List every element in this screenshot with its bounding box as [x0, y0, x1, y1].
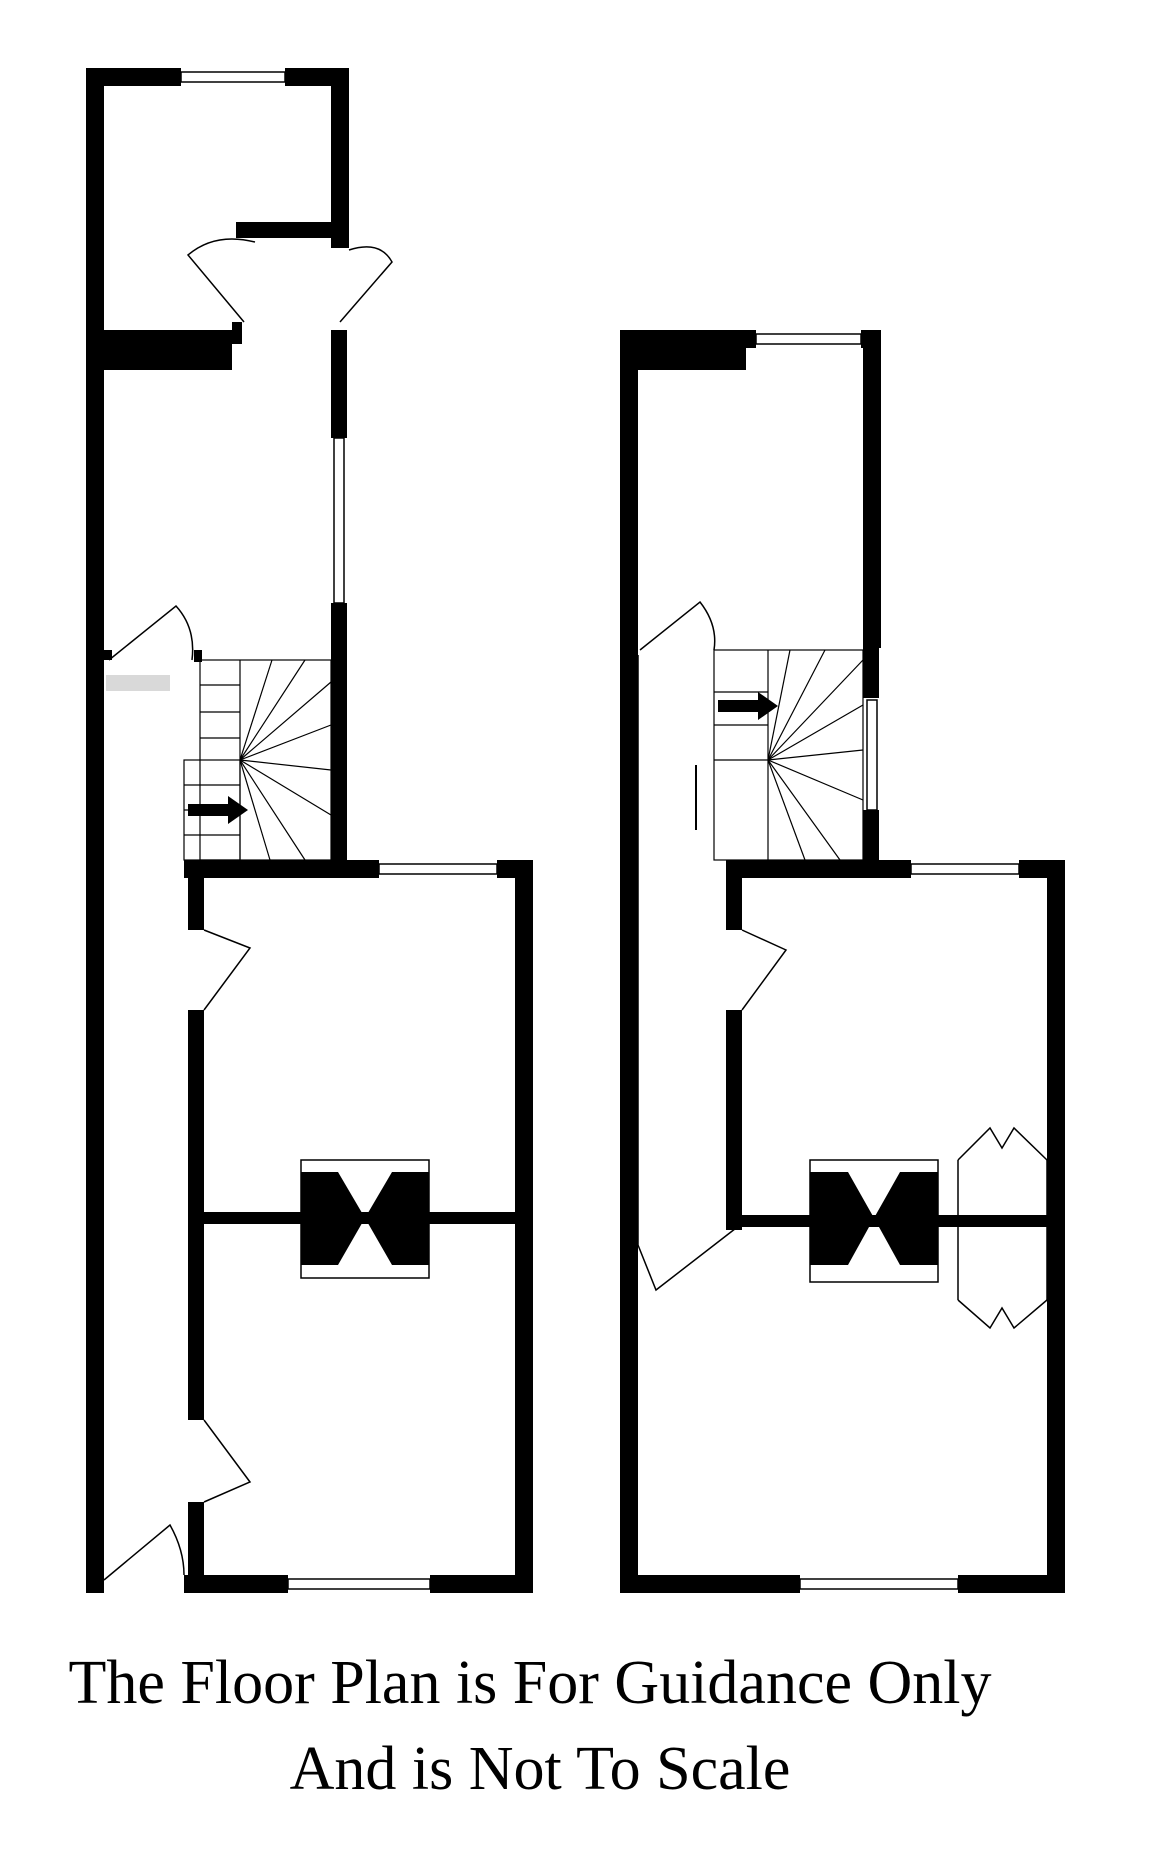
ground-bottom-wall-right: [430, 1575, 533, 1593]
ground-front-top-wall-left: [184, 860, 379, 878]
first-inner-left-wall-2: [726, 1010, 742, 1230]
first-stair-lower-wall: [863, 810, 879, 878]
first-grey-marker: [695, 765, 697, 830]
first-stair-window: [866, 699, 878, 811]
ground-side-window: [333, 437, 345, 604]
ground-hall-right-wall-lower: [331, 603, 347, 875]
first-staircase: [713, 648, 879, 861]
first-stair-arrow: [718, 692, 778, 720]
first-bottom-wall-right: [958, 1575, 1065, 1593]
ground-front-inner-left-wall-1: [188, 878, 204, 930]
ground-front-inner-left-wall-3: [188, 1502, 204, 1593]
floor-plan-diagram: [86, 68, 1065, 1593]
first-bottom-wall-left: [620, 1575, 800, 1593]
ground-top-wall-left: [86, 68, 181, 86]
first-cupboard: [957, 1126, 1048, 1330]
ground-hall-right-wall-upper: [331, 330, 347, 438]
ground-staircase: [183, 659, 332, 861]
ground-back-room-inner-wall: [236, 222, 331, 238]
ground-front-top-window: [378, 863, 498, 875]
first-bathroom-door: [639, 600, 716, 651]
ground-outer-left-wall: [86, 68, 104, 1593]
ground-back-door-left: [186, 238, 256, 323]
first-front-top-window: [910, 863, 1020, 875]
ground-hall-door-jamb-left: [104, 650, 112, 660]
first-bottom-window: [799, 1578, 959, 1590]
first-stair-right-wall: [863, 648, 879, 698]
ground-hall-door-jamb-right: [194, 650, 202, 662]
first-room-door: [741, 929, 788, 1011]
ground-partition-stub: [232, 322, 242, 344]
ground-floor-plan: [86, 68, 533, 1593]
disclaimer-line-2: And is Not To Scale: [289, 1735, 791, 1803]
first-front-top-wall-left: [726, 860, 911, 878]
ground-room-door-upper: [203, 929, 252, 1011]
ground-hall-door: [108, 604, 194, 661]
disclaimer-line-1: The Floor Plan is For Guidance Only: [68, 1649, 992, 1717]
ground-chimney-breast: [301, 1172, 429, 1265]
first-chimney-breast: [810, 1172, 938, 1265]
ground-bottom-window: [287, 1578, 431, 1590]
first-floor-plan: [620, 330, 1065, 1593]
first-inner-left-wall-1: [726, 878, 742, 930]
first-top-window: [755, 333, 862, 345]
ground-front-right-wall: [515, 860, 533, 1593]
first-upper-right-wall: [863, 330, 881, 648]
first-outer-left-wall: [620, 330, 638, 1593]
ground-front-door: [103, 1523, 185, 1581]
ground-top-window: [180, 71, 286, 83]
first-top-wall-block: [620, 330, 746, 370]
ground-stair-arrow: [188, 796, 248, 824]
ground-room-door-lower: [203, 1419, 252, 1503]
ground-grey-marker: [106, 675, 170, 691]
first-landing-door: [637, 655, 741, 1292]
ground-back-door-right: [339, 246, 393, 323]
first-front-right-wall: [1047, 860, 1065, 1593]
ground-partition: [104, 330, 232, 370]
ground-bottom-wall-left: [184, 1575, 288, 1593]
ground-back-room-right-wall: [331, 68, 349, 248]
